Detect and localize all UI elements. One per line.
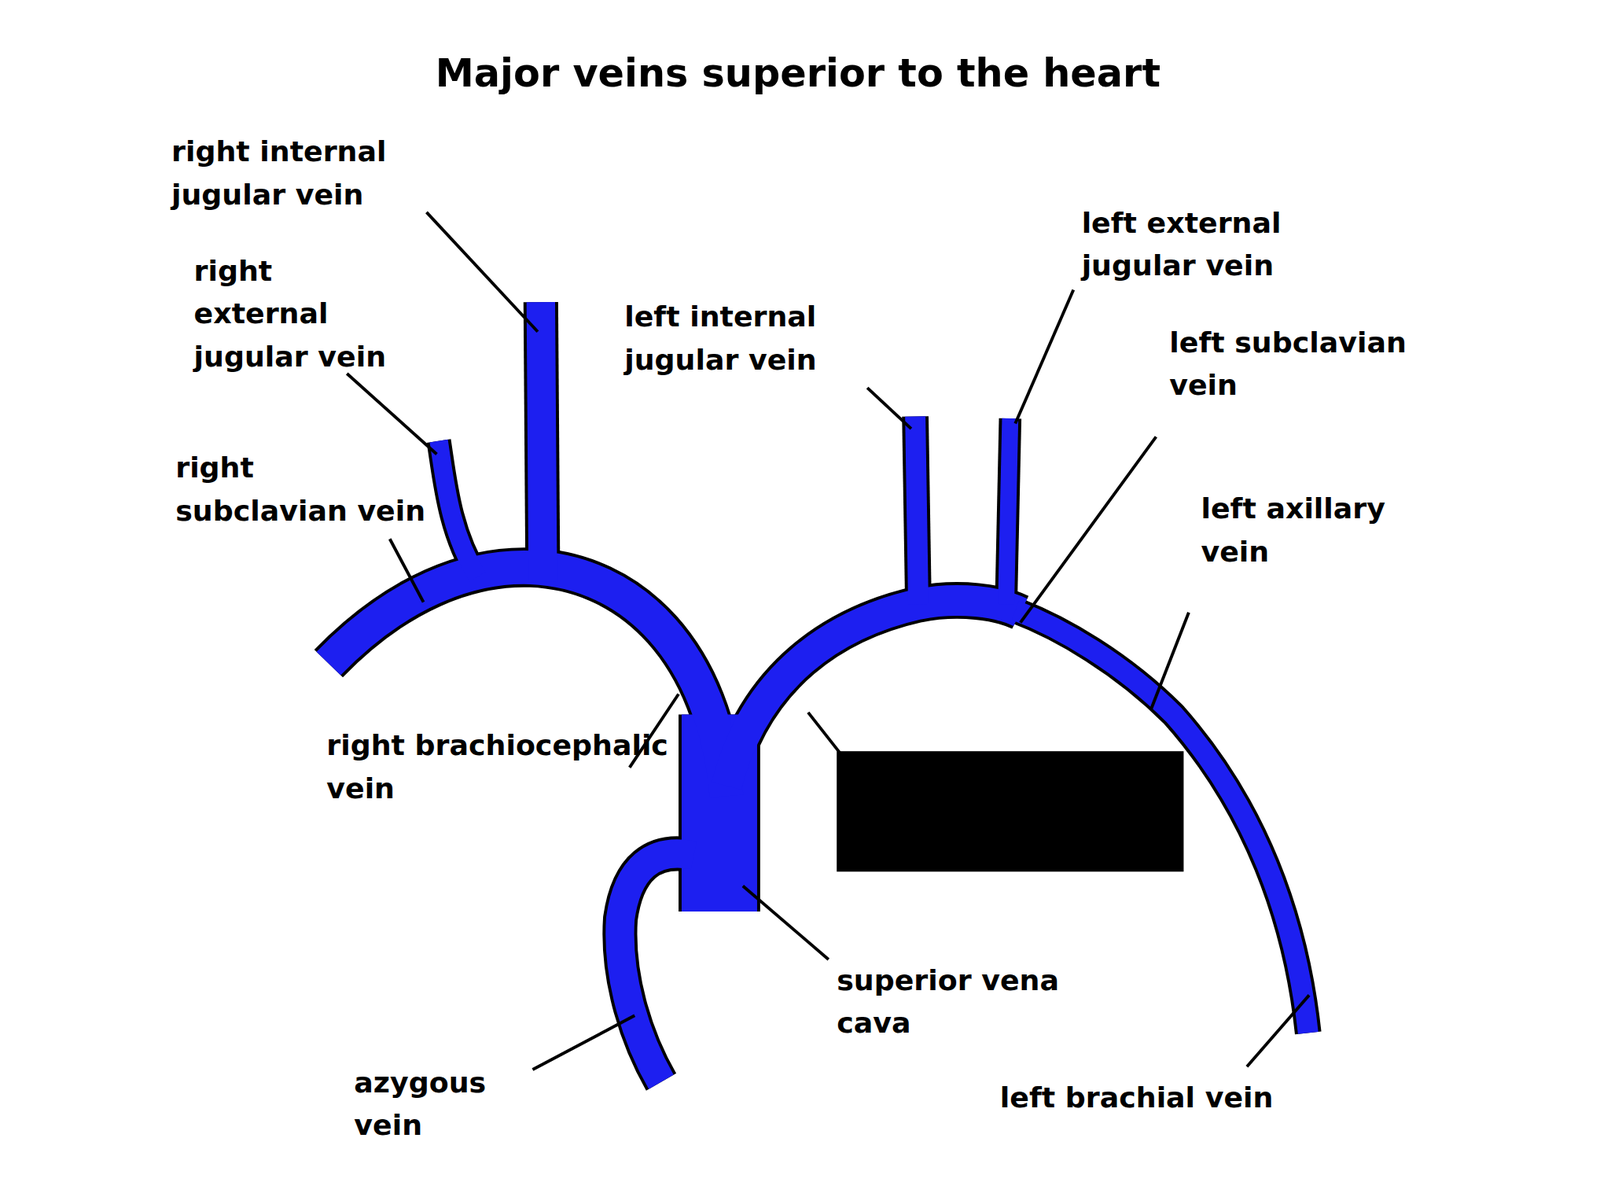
left-external-jugular (1006, 418, 1011, 604)
leader-line (1151, 612, 1189, 710)
part-label: left axillary vein (1201, 487, 1396, 574)
redaction-box (836, 750, 1184, 872)
vein-outline (328, 301, 1309, 1082)
vein-outline (915, 416, 919, 605)
vein-outline (438, 441, 478, 578)
part-label: right internal jugular vein (171, 130, 478, 217)
leader-lines (346, 212, 1310, 1070)
leader-line (426, 212, 538, 332)
leader-line (742, 885, 829, 959)
part-label: right subclavian vein (175, 446, 431, 533)
part-label: superior vena cava (836, 959, 1071, 1045)
part-label: azygous vein (353, 1061, 549, 1148)
leader-line (1246, 994, 1310, 1067)
leader-line (808, 712, 843, 756)
leader-line (1015, 290, 1074, 424)
part-label: right brachiocephalic vein (326, 724, 684, 810)
leader-line (1020, 436, 1157, 622)
leader-line (346, 373, 437, 455)
leader-line (867, 387, 912, 429)
left-internal-jugular (915, 416, 919, 605)
part-label: left external jugular vein (1081, 202, 1388, 288)
leader-line (532, 1015, 635, 1070)
azygous-vein (619, 853, 694, 1082)
part-label: left internal jugular vein (624, 295, 920, 382)
part-label: left brachial vein (1000, 1076, 1286, 1120)
right-external-jugular (438, 441, 478, 578)
right-internal-jugular (540, 301, 544, 582)
part-label: right external jugular vein (194, 250, 399, 379)
vein-outline (1006, 418, 1011, 604)
part-label: left subclavian vein (1169, 321, 1424, 408)
diagram-title: Major veins superior to the heart (435, 48, 1161, 98)
vein-outline (540, 301, 544, 582)
vein-fill (328, 301, 1309, 1082)
leader-line (389, 538, 424, 602)
